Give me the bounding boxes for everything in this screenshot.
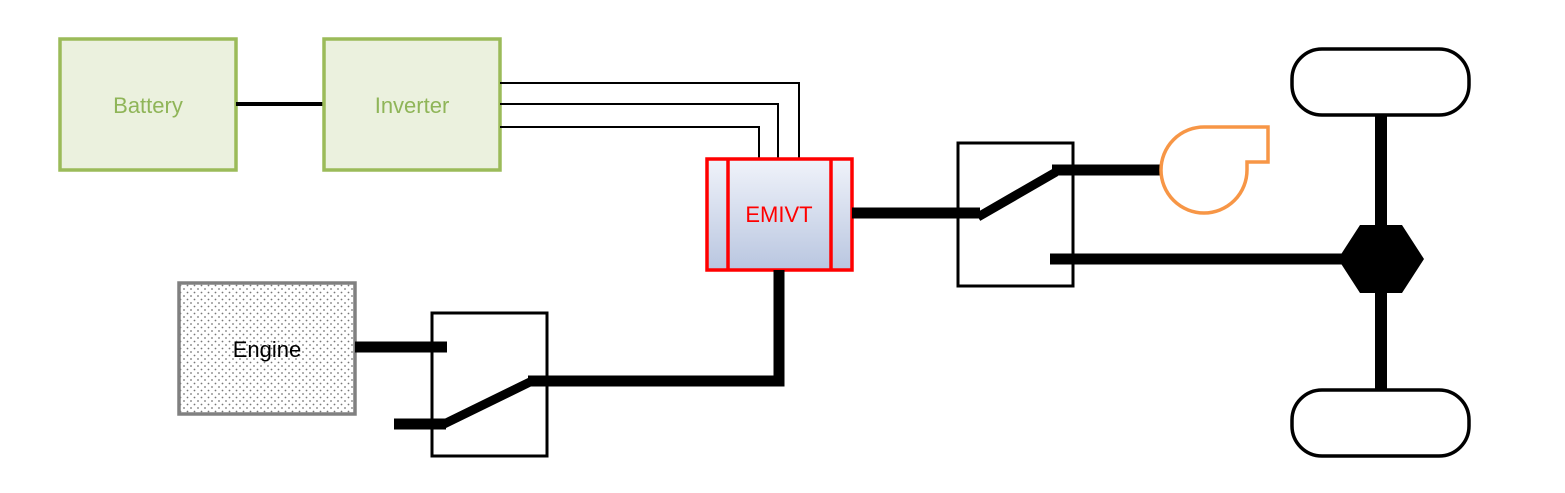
output-clutch: [956, 141, 1342, 288]
engine-block: Engine: [177, 281, 357, 416]
wheel-axle: [1290, 47, 1471, 458]
emivt-label: EMIVT: [745, 202, 812, 227]
engine-label: Engine: [233, 337, 302, 362]
differential-icon: [1338, 225, 1424, 293]
front-wheel: [1290, 47, 1471, 117]
battery-label: Battery: [113, 93, 183, 118]
engine-clutch: [394, 270, 785, 458]
emivt-block: EMIVT: [705, 157, 854, 272]
inverter-block: Inverter: [322, 37, 502, 172]
inverter-label: Inverter: [375, 93, 450, 118]
three-phase-wires: [500, 82, 800, 159]
battery-block: Battery: [58, 37, 238, 172]
compressor-icon: [1159, 125, 1270, 215]
rear-wheel: [1290, 388, 1471, 458]
